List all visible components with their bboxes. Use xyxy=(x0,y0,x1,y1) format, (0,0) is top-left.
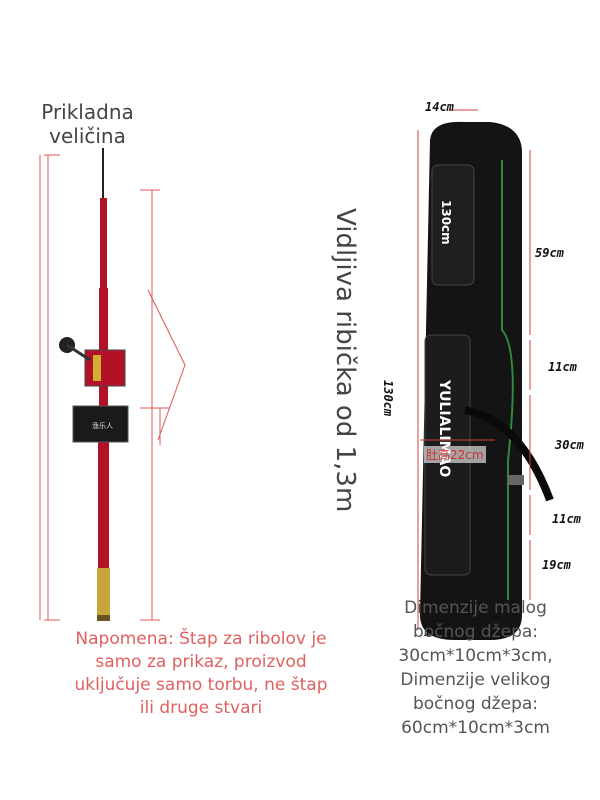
dims-line-4: Dimenzije velikog xyxy=(400,670,551,690)
dims-line-1: Dimenzije malog xyxy=(404,598,547,618)
seg-mid-label: 30cm xyxy=(555,438,584,452)
note-line-3: uključuje samo torbu, ne štap xyxy=(74,675,328,695)
top-pocket xyxy=(431,164,475,286)
note-line-1: Napomena: Štap za ribolov je xyxy=(75,629,327,649)
bag-height-label: 130cm xyxy=(381,380,395,417)
size-title-line1: Prikladna xyxy=(41,100,134,124)
grip-block xyxy=(72,405,129,443)
seg-gap2-label: 11cm xyxy=(552,512,581,526)
bag-stitch xyxy=(501,160,514,600)
reel-label: 渔乐人 xyxy=(92,421,113,430)
note-line-4: ili druge stvari xyxy=(139,698,263,718)
dims-line-5: bočnog džepa: xyxy=(412,694,539,714)
seg-bottom-label: 19cm xyxy=(542,558,571,572)
bag-measure-lines xyxy=(417,109,531,630)
belly-height-label: 肚高22cm xyxy=(424,446,486,463)
dims-line-6: 60cm*10cm*3cm xyxy=(401,718,550,738)
top-width-label: 14cm xyxy=(425,100,454,114)
note-line-2: samo za prikaz, proizvod xyxy=(95,652,307,672)
pocket-dimensions-note: Dimenzije malog bočnog džepa: 30cm*10cm*… xyxy=(383,596,568,740)
visible-rod-length-text: Vidljiva ribička od 1,3m xyxy=(330,208,360,513)
disclaimer-note: Napomena: Štap za ribolov je samo za pri… xyxy=(40,628,362,720)
pocket-length-label: 130cm xyxy=(439,200,453,245)
bottom-width2-label: 22cm xyxy=(482,626,511,640)
shoulder-strap xyxy=(464,406,554,502)
seg-top-label: 59cm xyxy=(535,246,564,260)
size-title: Prikladna veličina xyxy=(25,100,150,148)
bottom-width1-label: 14cm xyxy=(424,625,453,639)
rod-bag-illustration: YULIALIMAO 130cm xyxy=(417,109,554,641)
strap-buckle xyxy=(508,475,524,485)
dims-line-3: 30cm*10cm*3cm, xyxy=(398,646,553,666)
rod-measure-lines xyxy=(39,154,186,621)
fishing-rod-illustration: 渔乐人 xyxy=(39,148,186,621)
size-title-line2: veličina xyxy=(49,124,126,148)
dims-line-2: bočnog džepa: xyxy=(412,622,539,642)
reel xyxy=(59,337,126,387)
seg-gap1-label: 11cm xyxy=(548,360,577,374)
